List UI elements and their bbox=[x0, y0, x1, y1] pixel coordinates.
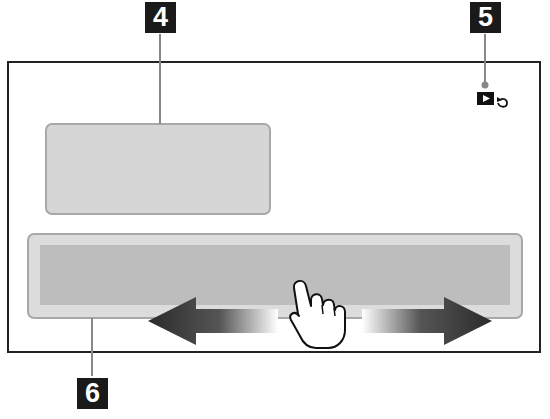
callout-number: 4 bbox=[145, 2, 176, 33]
playback-icon bbox=[477, 92, 494, 105]
callout-number: 6 bbox=[77, 378, 108, 409]
return-arrow-head bbox=[497, 97, 502, 102]
swipe-right-arrow bbox=[362, 297, 492, 345]
swipe-left-arrow bbox=[148, 297, 278, 345]
scroll-bar bbox=[40, 245, 510, 305]
leader-line bbox=[159, 34, 161, 124]
info-area bbox=[46, 124, 270, 214]
touch-hand bbox=[290, 281, 345, 348]
finger-lines bbox=[322, 305, 335, 316]
leader-dot bbox=[482, 82, 489, 89]
leader-line bbox=[484, 34, 486, 84]
play-triangle bbox=[483, 95, 490, 102]
leader-line bbox=[91, 318, 93, 376]
callout-number: 5 bbox=[470, 2, 501, 33]
screen-frame bbox=[8, 62, 540, 352]
